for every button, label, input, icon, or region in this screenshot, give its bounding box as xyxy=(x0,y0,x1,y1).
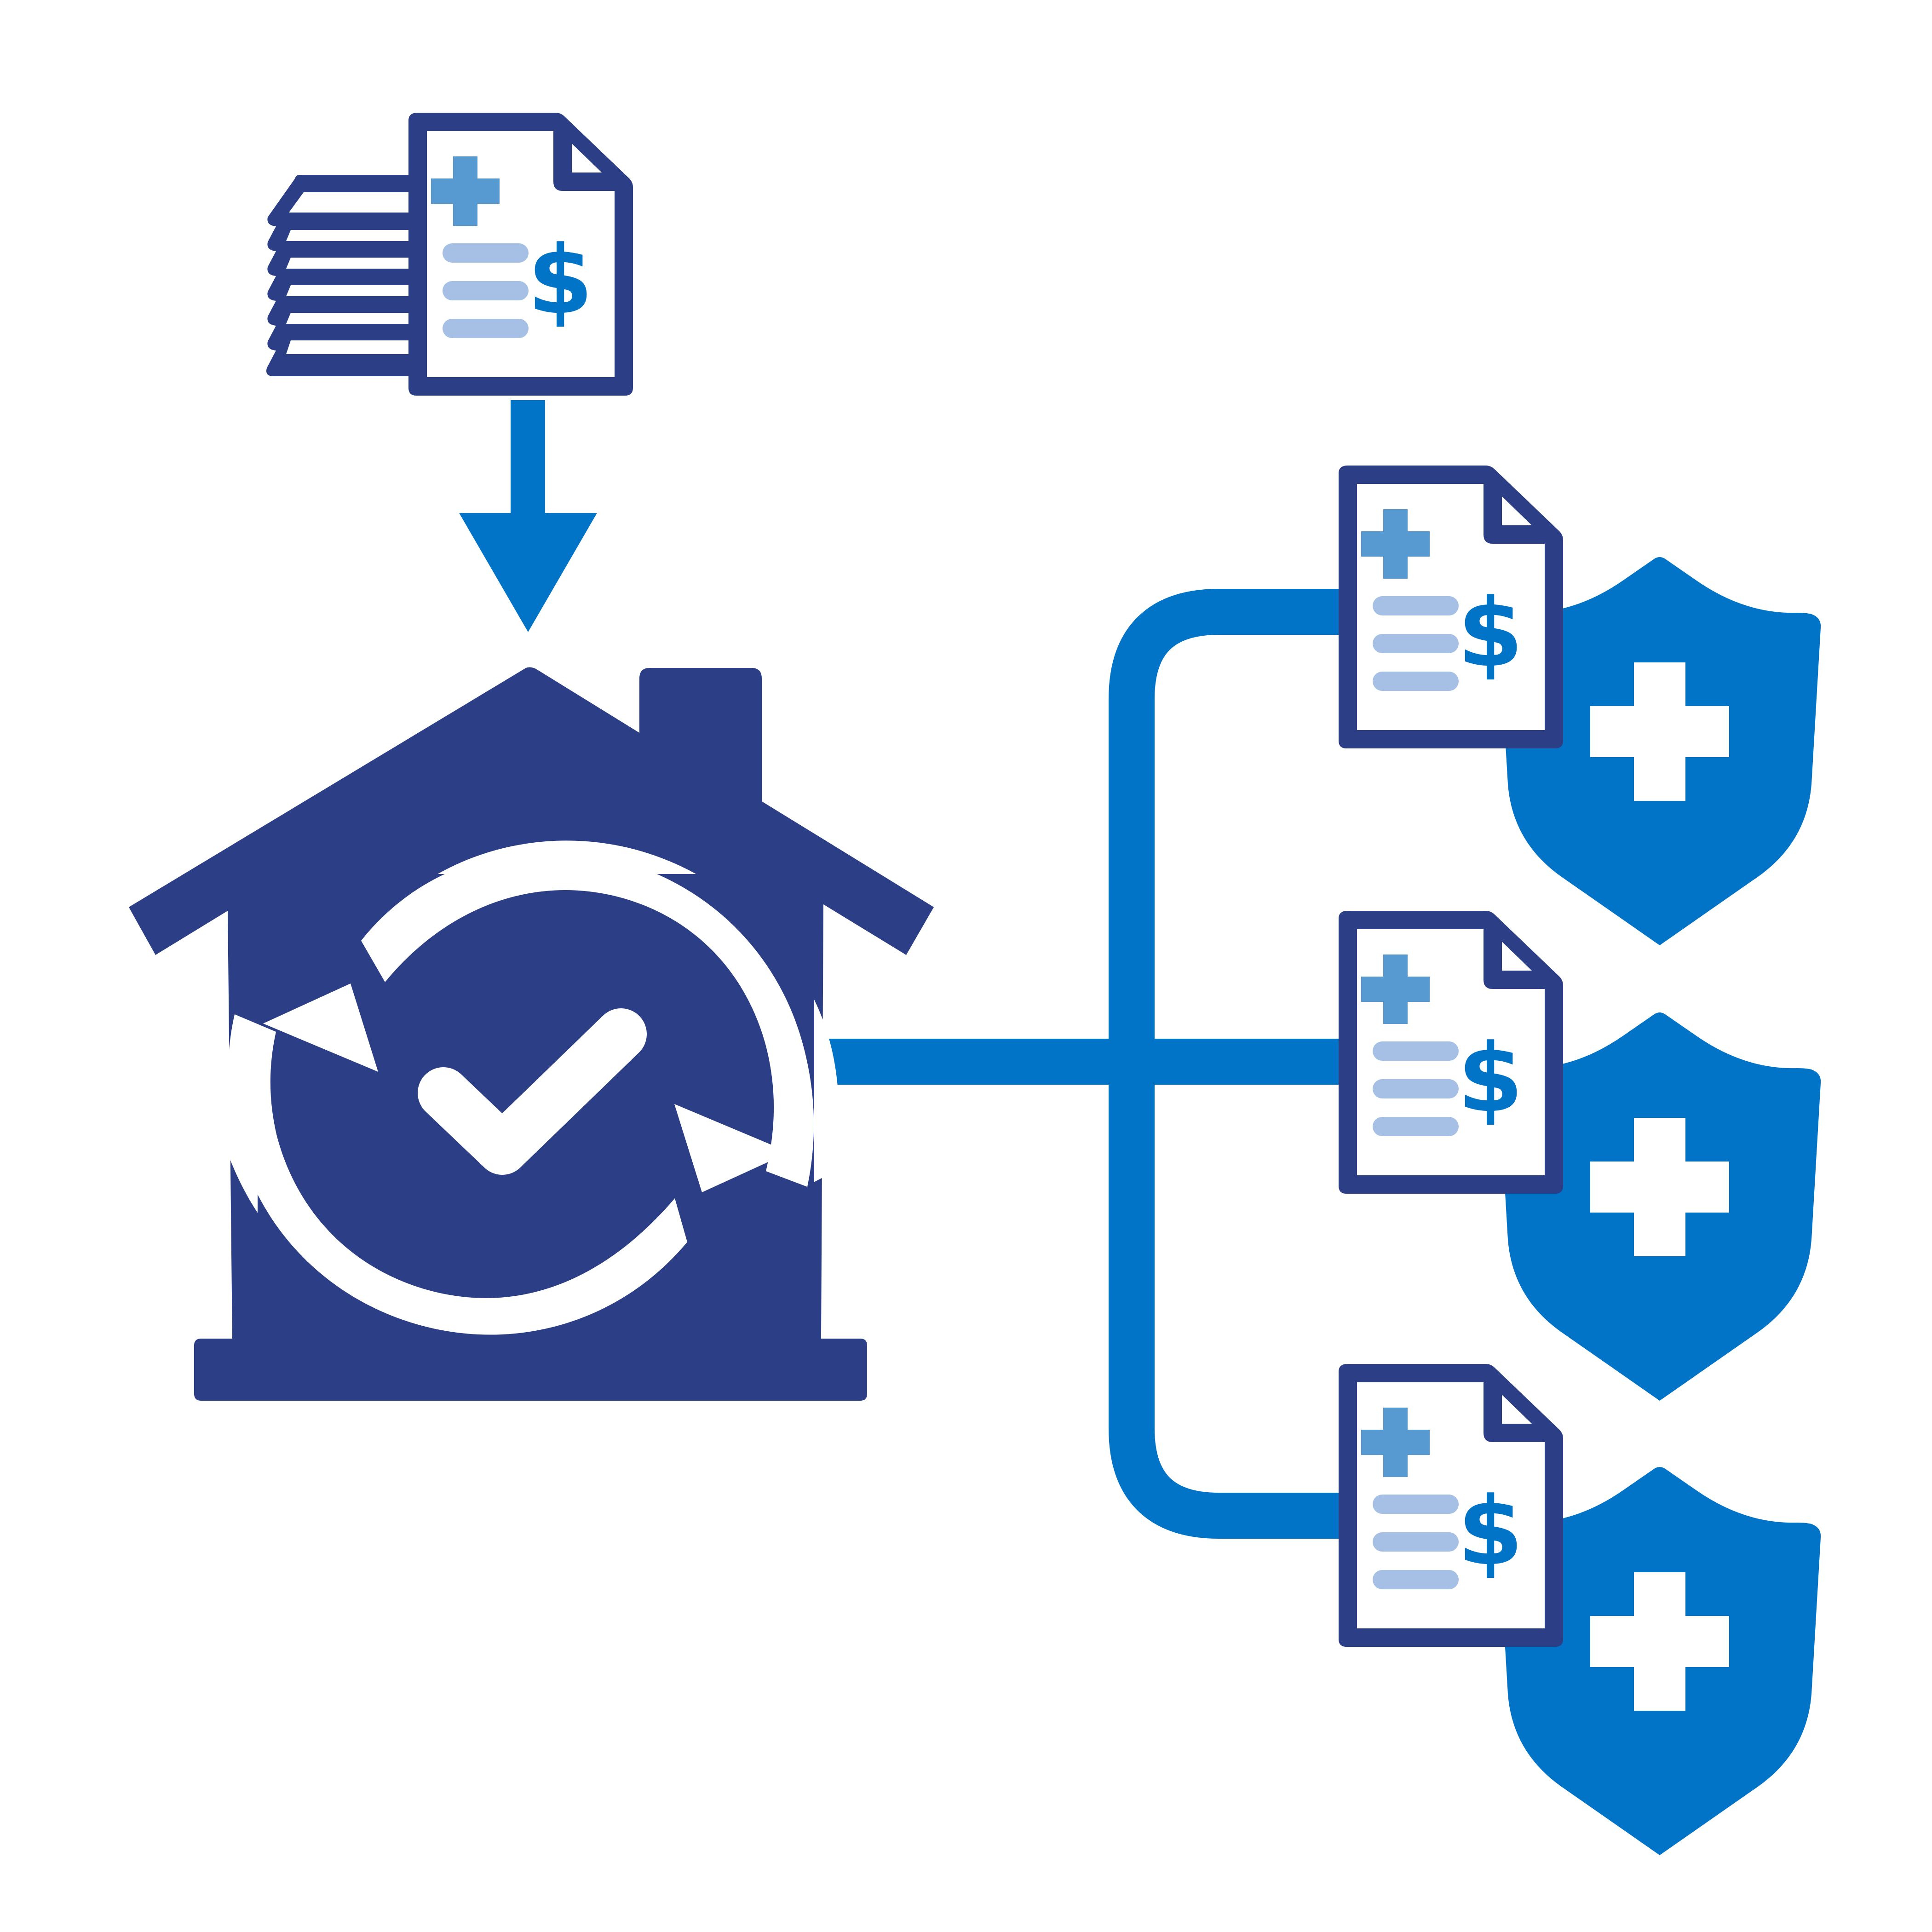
connector-house-to-hub xyxy=(823,1039,1352,1085)
refresh-arrows xyxy=(228,851,814,1362)
connector-tree xyxy=(1109,589,1357,1539)
medical-bill-icon xyxy=(408,113,633,396)
down-arrow-icon xyxy=(459,400,597,632)
medical-bill-icon xyxy=(1339,1364,1563,1647)
branch-connector xyxy=(823,589,1357,1539)
medical-bill-icon xyxy=(1339,911,1563,1194)
medical-bill-icon xyxy=(1339,466,1563,748)
stacked-bills-icon xyxy=(266,113,633,396)
